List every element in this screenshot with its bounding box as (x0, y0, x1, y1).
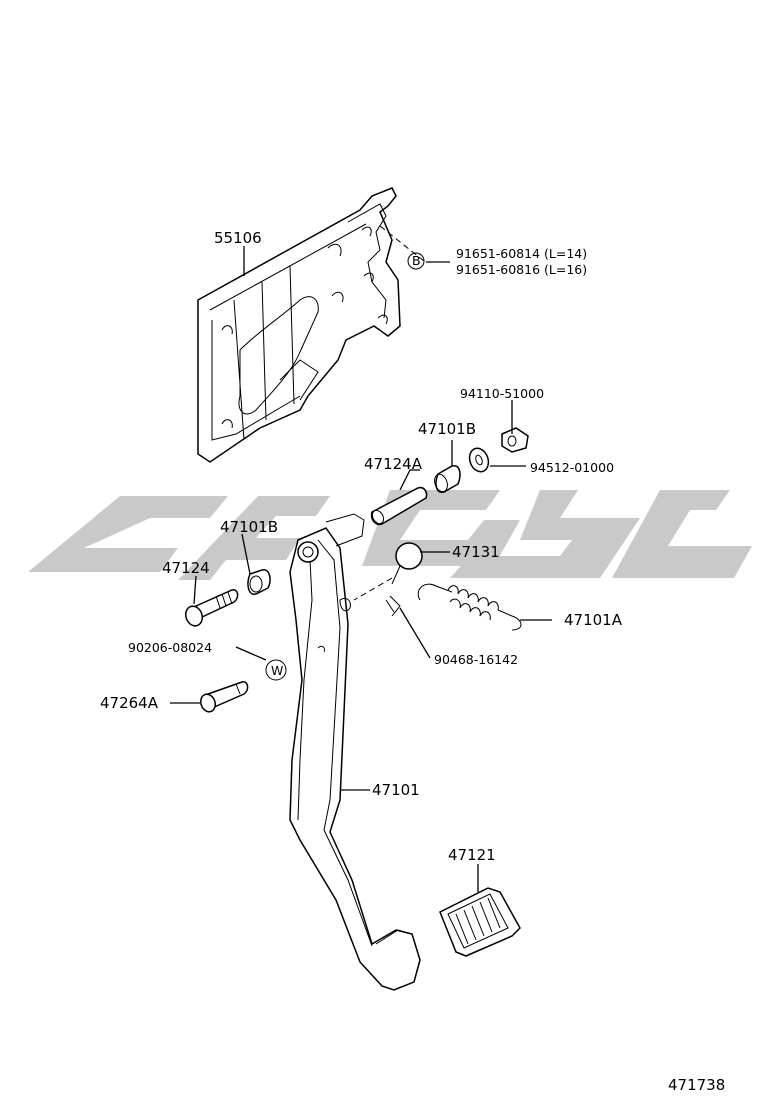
label-94512: 94512-01000 (530, 460, 614, 475)
washer-90206 (265, 659, 287, 681)
label-47121: 47121 (448, 846, 496, 864)
leader-lines (170, 225, 552, 892)
label-47101: 47101 (372, 781, 420, 799)
washer-marker-letter: W (271, 663, 283, 678)
label-47124A: 47124A (364, 455, 423, 473)
label-47124: 47124 (162, 559, 210, 577)
label-90206: 90206-08024 (128, 640, 212, 655)
label-90468: 90468-16142 (434, 652, 518, 667)
bolt-marker-letter: B (412, 253, 421, 268)
clip-90468 (385, 595, 401, 617)
label-47101A: 47101A (564, 611, 623, 629)
pedal-bracket-55106 (197, 187, 401, 463)
bolt-47124 (184, 589, 239, 627)
label-47131: 47131 (452, 543, 500, 561)
clevis-47131 (391, 542, 423, 585)
part-labels: 55106 91651-60814 (L=14) 91651-60816 (L=… (100, 229, 725, 1094)
label-47264A: 47264A (100, 694, 159, 712)
figure-number: 471738 (668, 1076, 725, 1094)
brake-pedal-arm-47101 (289, 513, 421, 991)
label-91651-16: 91651-60816 (L=16) (456, 262, 587, 277)
pin-47124A (370, 486, 428, 526)
nut-94110 (501, 427, 529, 453)
label-55106: 55106 (214, 229, 262, 247)
bushing-47101B-top (434, 465, 461, 493)
label-47101B-top: 47101B (418, 420, 476, 438)
label-91651-14: 91651-60814 (L=14) (456, 246, 587, 261)
washer-94512 (468, 447, 490, 473)
label-94110: 94110-51000 (460, 386, 544, 401)
bolt-47264A (199, 681, 249, 713)
pedal-pad-47121 (439, 887, 521, 957)
label-47101B-left: 47101B (220, 518, 278, 536)
return-spring-47101A (417, 583, 522, 631)
bushing-47101B-left (247, 569, 271, 595)
